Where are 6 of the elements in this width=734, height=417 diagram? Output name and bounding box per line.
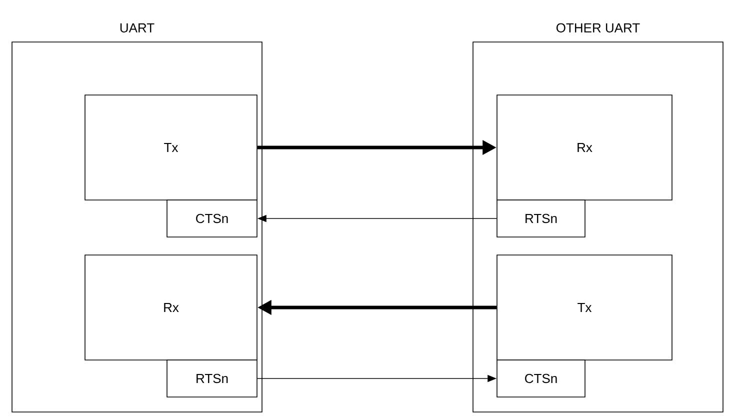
signal-box: RTSn [496, 200, 586, 238]
signal-box: RTSn [166, 360, 258, 398]
node-label: UART [120, 23, 154, 32]
signal-box: CTSn [496, 360, 586, 398]
node-label: OTHER UART [556, 23, 640, 32]
signal-box: CTSn [166, 200, 258, 238]
